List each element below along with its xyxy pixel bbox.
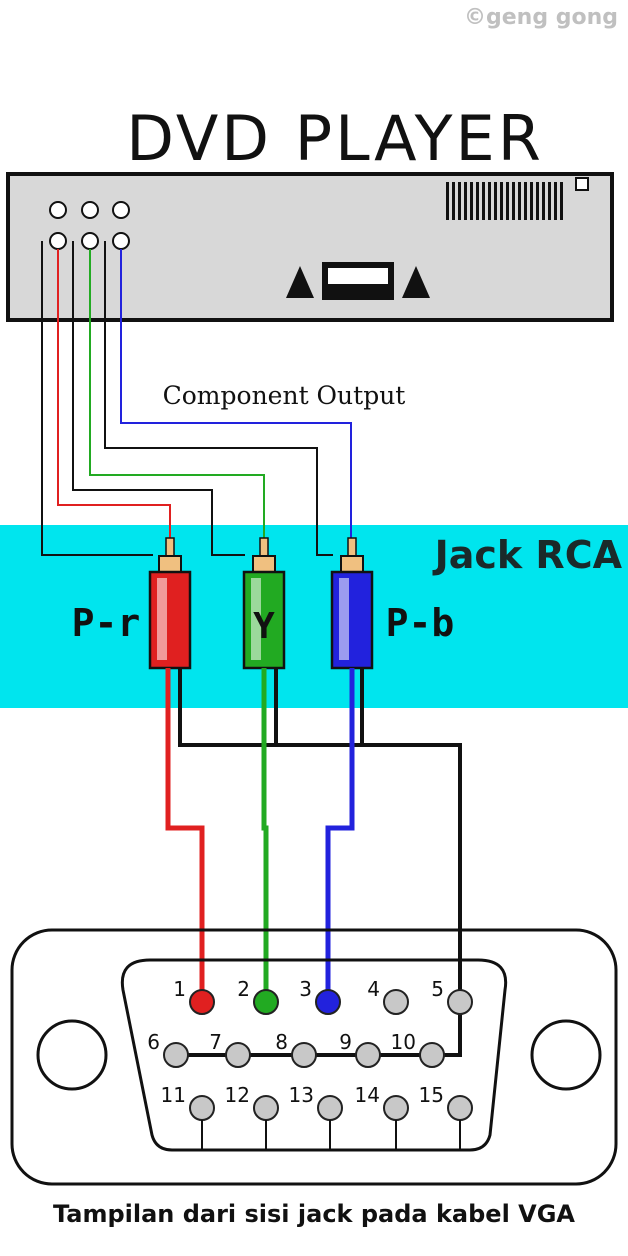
vga-pin-11 (189, 1095, 215, 1121)
vga-pin-label-12: 12 (225, 1083, 250, 1107)
jack-top-2 (81, 201, 99, 219)
eject-arrow-right (402, 266, 430, 298)
vga-pin-label-15: 15 (419, 1083, 444, 1107)
vga-screw-right (530, 1019, 602, 1091)
rca-plug-3 (330, 537, 374, 670)
vga-pin-label-3: 3 (299, 977, 312, 1001)
vga-pin-9 (355, 1042, 381, 1068)
vga-pin-15 (447, 1095, 473, 1121)
vga-pin-label-2: 2 (237, 977, 250, 1001)
component-output-label: Component Output (163, 381, 406, 410)
upper-wires (41, 241, 352, 556)
vga-pin-8 (291, 1042, 317, 1068)
vga-pin-label-8: 8 (275, 1030, 288, 1054)
vga-pin-4 (383, 989, 409, 1015)
vga-pin-label-13: 13 (289, 1083, 314, 1107)
vga-pin-label-9: 9 (339, 1030, 352, 1054)
vga-d-sub (120, 958, 508, 1152)
vga-wire-red (165, 668, 205, 998)
vga-pin-2 (253, 989, 279, 1015)
vga-pin-label-10: 10 (391, 1030, 416, 1054)
jack-bottom-3 (112, 232, 130, 250)
plug-label-pr: P-r (72, 601, 141, 645)
dvd-player (6, 172, 614, 322)
jack-bottom-1 (49, 232, 67, 250)
vga-pin-label-1: 1 (173, 977, 186, 1001)
vga-pin-label-11: 11 (161, 1083, 186, 1107)
plug-label-y: Y (253, 606, 275, 647)
signal-wire-y (89, 249, 265, 538)
caption-text: Tampilan dari sisi jack pada kabel VGA (53, 1200, 575, 1228)
vga-pin-label-5: 5 (431, 977, 444, 1001)
vga-screw-left (36, 1019, 108, 1091)
vent-grille (446, 182, 563, 220)
vga-pin-6 (163, 1042, 189, 1068)
ground-wire-pb (104, 241, 333, 556)
plug-label-pb: P-b (386, 601, 455, 645)
indicator-light (575, 177, 589, 191)
copyright-text: ©geng gong (464, 5, 618, 30)
ground-wire-pr (41, 241, 153, 556)
vga-pin-5 (447, 989, 473, 1015)
jack-bottom-2 (81, 232, 99, 250)
vga-pin-3 (315, 989, 341, 1015)
vga-pin-7 (225, 1042, 251, 1068)
ground-wire-y (72, 241, 245, 556)
eject-arrow-left (286, 266, 314, 298)
signal-wire-pb (120, 249, 352, 538)
vga-pin-13 (317, 1095, 343, 1121)
vga-pin-14 (383, 1095, 409, 1121)
vga-pin-label-6: 6 (147, 1030, 160, 1054)
vga-pin-label-4: 4 (367, 977, 380, 1001)
vga-pin-12 (253, 1095, 279, 1121)
vga-pin-1 (189, 989, 215, 1015)
rca-plug-1 (148, 537, 192, 670)
vga-pin-label-14: 14 (355, 1083, 380, 1107)
title-text: DVD PLAYER (126, 102, 544, 175)
vga-wire-green (261, 668, 269, 998)
jack-rca-label: Jack RCA (432, 533, 623, 577)
vga-wire-blue (325, 668, 355, 998)
signal-wire-pr (57, 249, 171, 538)
jack-top-1 (49, 201, 67, 219)
vga-shell (10, 928, 618, 1186)
vga-pin-label-7: 7 (209, 1030, 222, 1054)
vga-pin-10 (419, 1042, 445, 1068)
jack-top-3 (112, 201, 130, 219)
